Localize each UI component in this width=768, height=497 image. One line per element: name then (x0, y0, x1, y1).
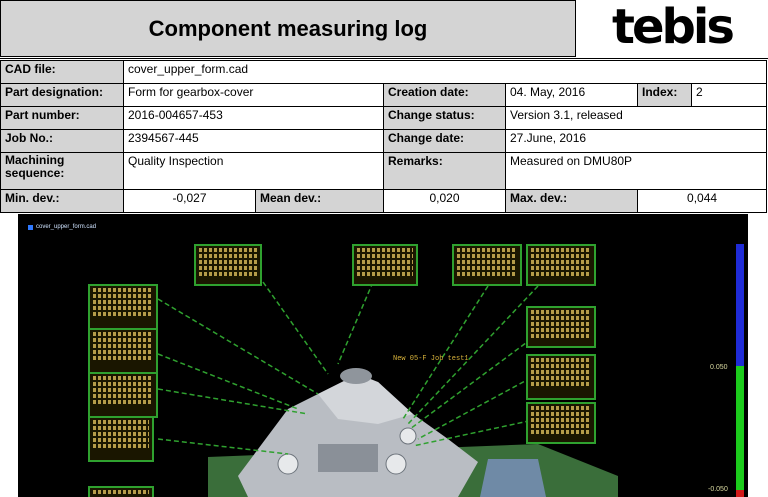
viewport-file-name: cover_upper_form.cad (36, 224, 97, 230)
scale-bottom-label: -0.050 (708, 486, 728, 493)
cad-viewport[interactable]: cover_upper_form.cad New 05-F Job test1 (18, 214, 748, 497)
cover-pocket (318, 444, 378, 472)
index-label: Index: (637, 83, 692, 107)
measurement-callout[interactable] (88, 486, 154, 497)
cad-file-label: CAD file: (0, 60, 124, 84)
index-value: 2 (690, 83, 768, 107)
gauge-red-band (736, 490, 744, 497)
hole-feature-1 (277, 453, 299, 475)
row-job-no: Job No.: 2394567-445 Change date: 27.Jun… (0, 129, 768, 153)
logo-box: tebis (576, 0, 768, 57)
gauge-green-band (736, 366, 744, 490)
tebis-logo: tebis (612, 0, 735, 55)
gearbox-cover-body (238, 379, 478, 497)
min-dev-value: -0,027 (123, 189, 256, 213)
row-cad-file: CAD file: cover_upper_form.cad (0, 60, 768, 84)
machining-sequence-label: Machining sequence: (0, 152, 124, 190)
max-dev-value: 0,044 (636, 189, 768, 213)
max-dev-label: Max. dev.: (505, 189, 638, 213)
mean-dev-label: Mean dev.: (255, 189, 384, 213)
part-number-value: 2016-004657-453 (123, 106, 384, 130)
change-date-label: Change date: (383, 129, 506, 153)
measurement-callout[interactable] (526, 354, 596, 400)
part-info-table: CAD file: cover_upper_form.cad Part desi… (0, 60, 768, 213)
row-machining-sequence: Machining sequence: Quality Inspection R… (0, 152, 768, 190)
part-designation-label: Part designation: (0, 83, 124, 107)
file-color-icon (28, 224, 33, 230)
mean-dev-value: 0,020 (383, 189, 506, 213)
measurement-callout[interactable] (352, 244, 418, 286)
report-title: Component measuring log (148, 15, 428, 41)
part-render: New 05-F Job test1 (157, 281, 618, 497)
deviation-color-scale (736, 244, 744, 497)
creation-date-label: Creation date: (383, 83, 506, 107)
measurement-callout[interactable] (88, 372, 158, 418)
machining-sequence-value: Quality Inspection (123, 152, 384, 190)
row-part-designation: Part designation: Form for gearbox-cover… (0, 83, 768, 107)
leader-lines (157, 281, 539, 455)
measurement-callout[interactable] (526, 306, 596, 348)
job-no-label: Job No.: (0, 129, 124, 153)
scale-top-label: 0.050 (710, 364, 728, 371)
remarks-value: Measured on DMU80P (504, 152, 768, 190)
min-dev-label: Min. dev.: (0, 189, 124, 213)
hole-feature-2 (385, 453, 407, 475)
measurement-callout[interactable] (88, 284, 158, 330)
report-header: Component measuring log tebis (0, 0, 768, 59)
change-status-value: Version 3.1, released (504, 106, 768, 130)
cover-top-face (318, 374, 413, 424)
part-number-label: Part number: (0, 106, 124, 130)
measurement-callout[interactable] (526, 244, 596, 286)
job-no-value: 2394567-445 (123, 129, 384, 153)
side-fixture (480, 459, 546, 497)
measurement-callout[interactable] (194, 244, 262, 286)
part-designation-value: Form for gearbox-cover (123, 83, 384, 107)
hole-feature-3 (399, 427, 417, 445)
change-status-label: Change status: (383, 106, 506, 130)
boss-feature (340, 368, 372, 384)
remarks-label: Remarks: (383, 152, 506, 190)
measurement-callout[interactable] (452, 244, 522, 286)
title-box: Component measuring log (0, 0, 576, 57)
change-date-value: 27.June, 2016 (504, 129, 768, 153)
measurement-callout[interactable] (88, 328, 158, 374)
row-deviations: Min. dev.: -0,027 Mean dev.: 0,020 Max. … (0, 189, 768, 213)
creation-date-value: 04. May, 2016 (505, 83, 638, 107)
row-part-number: Part number: 2016-004657-453 Change stat… (0, 106, 768, 130)
measurement-callout[interactable] (88, 416, 154, 462)
gauge-blue-band (736, 244, 744, 366)
viewport-file-tag: cover_upper_form.cad (28, 224, 96, 230)
measurement-callout[interactable] (526, 402, 596, 444)
cad-file-value: cover_upper_form.cad (122, 60, 768, 84)
job-annotation: New 05-F Job test1 (393, 355, 469, 363)
